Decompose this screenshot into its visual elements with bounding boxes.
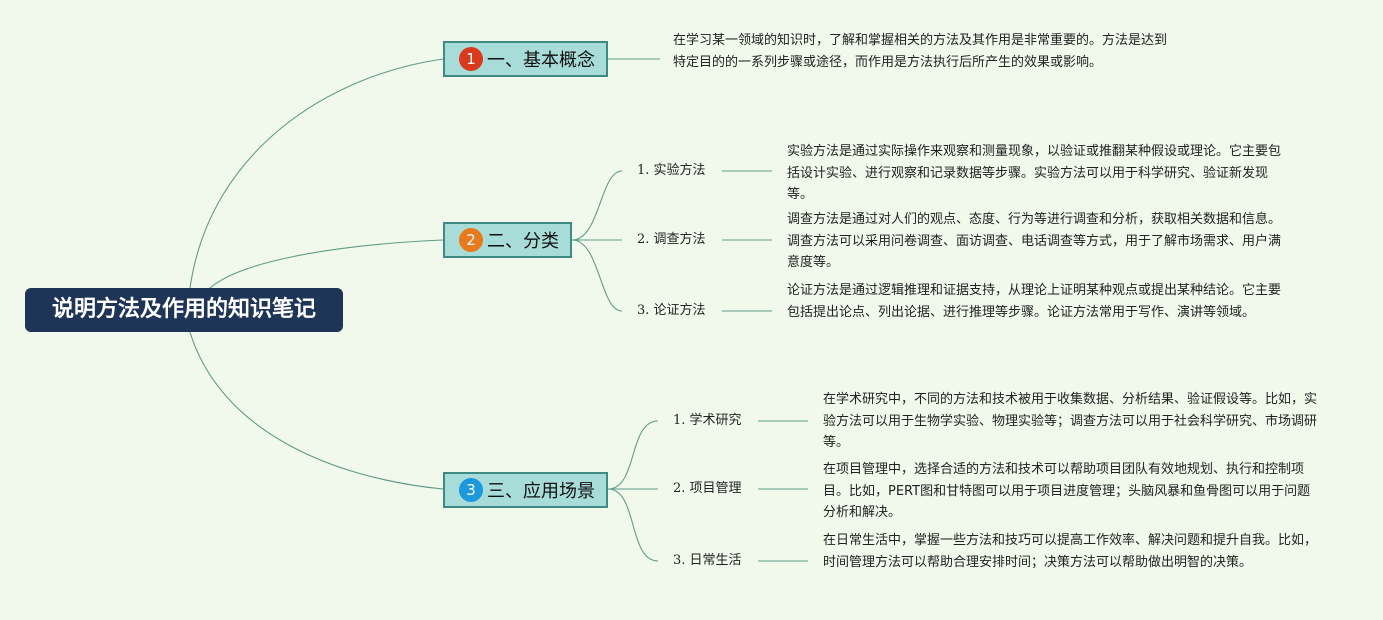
academic-research-description: 在学术研究中，不同的方法和技术被用于收集数据、分析结果、验证假设等。比如，实验方…: [823, 392, 1318, 450]
branch-label: 二、分类: [487, 231, 559, 252]
leaf-academic-research[interactable]: 1. 学术研究: [673, 413, 742, 428]
basic-concept-description: 在学习某一领域的知识时，了解和掌握相关的方法及其作用是非常重要的。方法是达到特定…: [673, 33, 1168, 70]
leaf-project-management[interactable]: 2. 项目管理: [673, 481, 742, 496]
branch-application-scenarios[interactable]: 3 三、应用场景: [443, 472, 608, 508]
daily-life-description: 在日常生活中，掌握一些方法和技巧可以提高工作效率、解决问题和提升自我。比如，时间…: [823, 533, 1318, 570]
root-node[interactable]: 说明方法及作用的知识笔记: [25, 288, 343, 332]
connector-branch-3-leaf-1: [607, 420, 659, 490]
project-management-description: 在项目管理中，选择合适的方法和技术可以帮助项目团队有效地规划、执行和控制项目。比…: [823, 462, 1311, 520]
argument-method-description: 论证方法是通过逻辑推理和证据支持，从理论上证明某种观点或提出某种结论。它主要包括…: [787, 283, 1282, 320]
number-badge-2: 2: [459, 228, 483, 252]
connector-root-branch-2: [209, 239, 444, 289]
leaf-daily-life[interactable]: 3. 日常生活: [673, 553, 742, 568]
connector-root-branch-1: [189, 58, 444, 289]
number-badge-3: 3: [459, 478, 483, 502]
experiment-method-description: 实验方法是通过实际操作来观察和测量现象，以验证或推翻某种假设或理论。它主要包括设…: [787, 144, 1282, 202]
branch-label: 三、应用场景: [487, 481, 595, 502]
connector-branch-2-leaf-3: [571, 239, 623, 312]
leaf-experiment-method[interactable]: 1. 实验方法: [637, 163, 706, 178]
leaf-survey-method[interactable]: 2. 调查方法: [637, 232, 706, 247]
connector-root-branch-3: [189, 331, 444, 490]
number-badge-1: 1: [459, 47, 483, 71]
branch-basic-concept[interactable]: 1 一、基本概念: [443, 41, 608, 77]
branch-classification[interactable]: 2 二、分类: [443, 222, 572, 258]
survey-method-description: 调查方法是通过对人们的观点、态度、行为等进行调查和分析，获取相关数据和信息。调查…: [787, 212, 1282, 270]
connector-branch-3-leaf-3: [607, 488, 659, 562]
leaf-argument-method[interactable]: 3. 论证方法: [637, 303, 706, 318]
branch-label: 一、基本概念: [487, 50, 595, 71]
connector-branch-2-leaf-1: [571, 170, 623, 241]
